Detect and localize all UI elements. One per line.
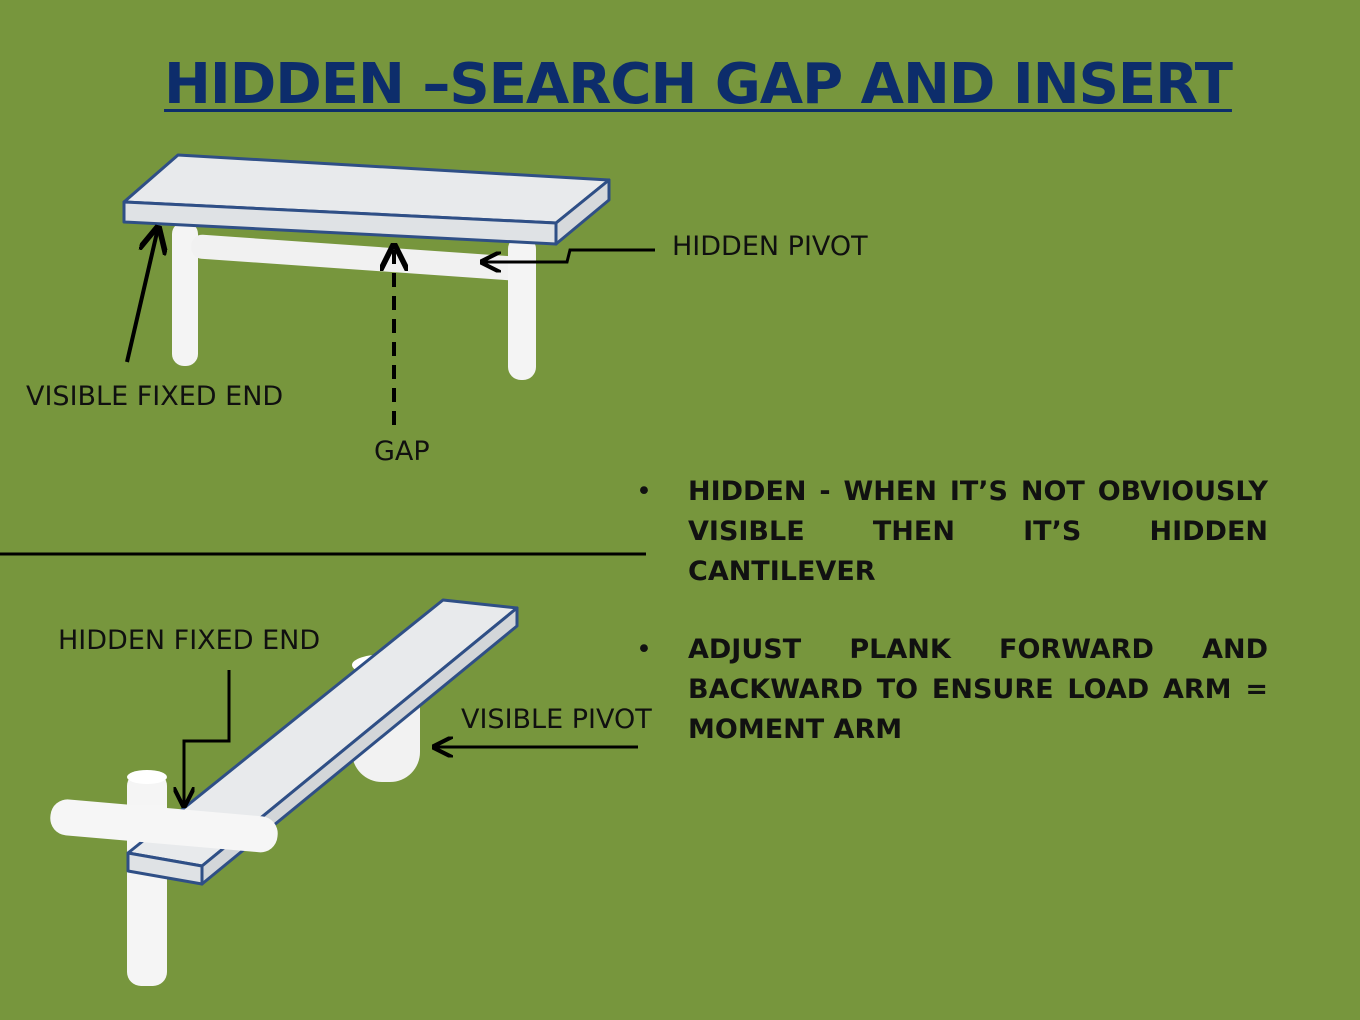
visible-fixed-end-label: VISIBLE FIXED END [26,381,284,412]
bottom-assembly [50,598,519,986]
fixed-end-post [127,772,167,986]
bullet-item: • HIDDEN - WHEN IT’S NOT OBVIOUSLY VISIB… [636,472,1268,592]
top-crossbar [191,234,521,281]
top-left-leg [172,222,198,366]
gap-label: GAP [374,436,430,467]
hidden-fixed-end-label: HIDDEN FIXED END [58,625,321,656]
visible-pivot-label: VISIBLE PIVOT [461,704,652,735]
bullet-item: • ADJUST PLANK FORWARD AND BACKWARD TO E… [636,630,1268,750]
hidden-fixed-end-arrow [184,670,231,806]
bottom-plank-side-face [200,606,519,886]
top-bench [122,153,611,380]
hidden-pivot-arrow [482,248,655,262]
slide-title: HIDDEN –SEARCH GAP AND INSERT [164,52,1233,117]
bullet-dot: • [636,634,652,665]
bullet-dot: • [636,476,652,507]
bullet-text: ADJUST PLANK FORWARD AND BACKWARD TO ENS… [688,634,1268,745]
top-plank-side-face [554,178,611,246]
post-front-segment [127,805,167,841]
visible-fixed-end-arrow [125,228,158,363]
post-top [127,770,167,784]
top-right-leg [508,236,536,380]
hidden-pivot-label: HIDDEN PIVOT [672,231,868,262]
bullet-list: • HIDDEN - WHEN IT’S NOT OBVIOUSLY VISIB… [636,472,1268,788]
bullet-text: HIDDEN - WHEN IT’S NOT OBVIOUSLY VISIBLE… [688,476,1268,587]
